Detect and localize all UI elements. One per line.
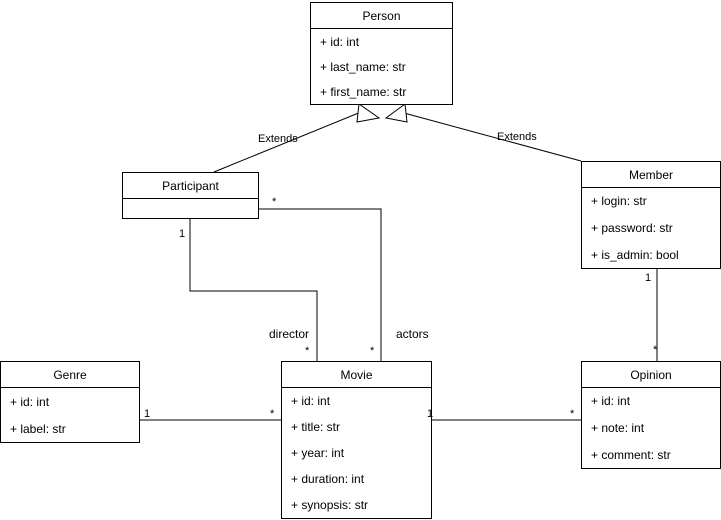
class-name-movie: Movie [282,362,431,388]
class-attributes-movie: + id: int + title: str + year: int + dur… [282,388,431,518]
edge-member-extends-person [403,112,582,162]
multiplicity-member-opinion-target: * [653,344,658,356]
attribute-row: + synopsis: str [291,498,369,512]
edge-label-participant-extends: Extends [258,133,298,145]
attribute-row: + comment: str [591,447,671,462]
class-box-movie[interactable]: Movie + id: int + title: str + year: int… [281,361,432,519]
attribute-row: + password: str [591,220,673,235]
multiplicity-participant-actors: * [272,196,277,208]
attribute-row: + id: int [320,34,360,49]
attribute-row: + login: str [591,194,647,209]
role-label-director: director [269,327,310,341]
attribute-row: + id: int [10,394,50,409]
multiplicity-movie-actors: * [370,345,375,357]
attribute-row: + last_name: str [320,59,406,74]
class-box-participant[interactable]: Participant [122,172,259,219]
attribute-row: + id: int [291,394,331,408]
class-box-opinion[interactable]: Opinion + id: int + note: int + comment:… [581,361,721,469]
inheritance-arrowhead-member [384,103,408,123]
class-attributes-opinion: + id: int + note: int + comment: str [582,388,720,468]
class-attributes-participant [123,199,258,218]
multiplicity-movie-opinion-target: * [570,408,575,420]
multiplicity-genre-movie-target: * [270,408,275,420]
edge-label-member-extends: Extends [497,131,537,143]
attribute-row: + year: int [291,446,345,460]
class-box-person[interactable]: Person + id: int + last_name: str + firs… [310,2,453,105]
multiplicity-movie-opinion-source: 1 [427,408,434,420]
class-attributes-person: + id: int + last_name: str + first_name:… [311,29,452,104]
class-name-participant: Participant [123,173,258,199]
attribute-row: + title: str [291,420,341,434]
multiplicity-genre-movie-source: 1 [144,408,151,420]
inheritance-arrowhead-participant [356,103,381,123]
class-name-genre: Genre [1,362,139,388]
attribute-row: + id: int [591,394,631,409]
multiplicity-participant-director: 1 [179,228,186,240]
class-attributes-genre: + id: int + label: str [1,388,139,442]
class-box-member[interactable]: Member + login: str + password: str + is… [581,161,721,269]
class-box-genre[interactable]: Genre + id: int + label: str [0,361,140,443]
multiplicity-movie-director: * [305,345,310,357]
class-name-opinion: Opinion [582,362,720,388]
attribute-row: + label: str [10,421,66,436]
class-name-member: Member [582,162,720,188]
role-label-actors: actors [396,327,429,341]
attribute-row: + is_admin: bool [591,247,679,262]
class-name-person: Person [311,3,452,29]
attribute-row: + note: int [591,420,645,435]
multiplicity-member-opinion-source: 1 [645,272,652,284]
attribute-row: + first_name: str [320,84,407,99]
attribute-row: + duration: int [291,472,365,486]
class-attributes-member: + login: str + password: str + is_admin:… [582,188,720,268]
